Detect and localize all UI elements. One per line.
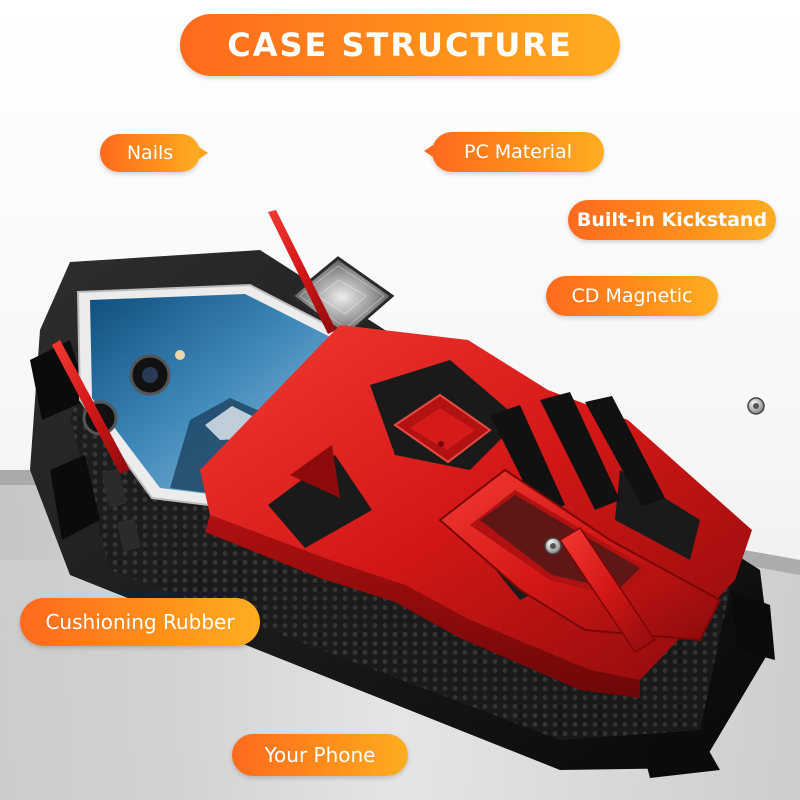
callout-label: PC Material (464, 141, 572, 163)
callout-cushioning-rubber: Cushioning Rubber (20, 598, 260, 646)
callout-label: Cushioning Rubber (45, 610, 235, 634)
callout-label: Nails (126, 142, 174, 164)
callout-cd-magnetic: CD Magnetic (546, 276, 718, 316)
callout-label: Built-in Kickstand (576, 209, 768, 231)
callout-nails: Nails (100, 134, 208, 172)
title-banner: CASE STRUCTURE (180, 14, 620, 76)
page-title: CASE STRUCTURE (227, 26, 573, 64)
callout-label: Your Phone (264, 743, 376, 767)
callout-label: CD Magnetic (571, 285, 693, 307)
callout-your-phone: Your Phone (232, 734, 408, 776)
callout-kickstand: Built-in Kickstand (568, 200, 776, 240)
callout-pc-material: PC Material (424, 132, 604, 172)
